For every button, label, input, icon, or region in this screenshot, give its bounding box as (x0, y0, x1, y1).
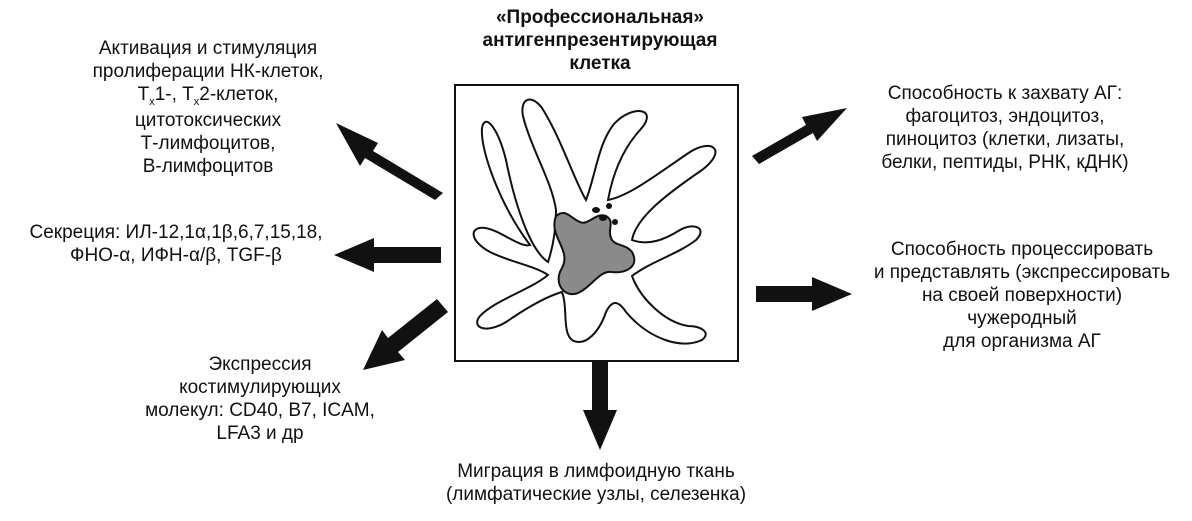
text-line: Т-лимфоцитов, (63, 132, 353, 155)
text-line: для организма АГ (855, 330, 1189, 353)
text-line: ФНО-α, ИФН-α/β, TGF-β (5, 244, 347, 267)
capture-text: Способность к захвату АГ: фагоцитоз, энд… (850, 82, 1160, 174)
arrow-to-migration (583, 362, 617, 450)
migration-text: Миграция в лимфоидную ткань (лимфатическ… (420, 460, 772, 506)
text-line: чужеродный (855, 307, 1189, 330)
arrow-to-secretion (334, 238, 441, 272)
activation-text: Активация и стимуляция пролиферации НК-к… (63, 37, 353, 178)
text-line: пиноцитоз (клетки, лизаты, (850, 128, 1160, 151)
text-fragment: 2-клеток, (199, 84, 278, 105)
granule (612, 219, 618, 225)
secretion-text: Секреция: ИЛ-12,1α,1β,6,7,15,18, ФНО-α, … (5, 221, 347, 267)
text-line: LFA3 и др (135, 422, 385, 445)
text-fragment: Т (138, 84, 150, 105)
expression-text: Экспрессия костимулирующих молекул: CD40… (135, 353, 385, 445)
text-line: Экспрессия (135, 353, 385, 376)
text-line: Миграция в лимфоидную ткань (420, 460, 772, 483)
th-cells-line: Тх1-, Тх2-клеток, (63, 83, 353, 109)
text-line: молекул: CD40, B7, ICAM, (135, 399, 385, 422)
processing-text: Способность процессировать и представлят… (855, 238, 1189, 353)
text-line: костимулирующих (135, 376, 385, 399)
text-line: и представлять (экспрессировать (855, 261, 1189, 284)
subscript: х (149, 96, 155, 108)
arrow-to-processing (756, 277, 852, 311)
arrow-to-capture (752, 108, 847, 164)
granule (599, 215, 607, 221)
granule (592, 207, 600, 213)
text-line: В-лимфоцитов (63, 155, 353, 178)
granule (606, 203, 612, 209)
text-line: белки, пептиды, РНК, кДНК) (850, 151, 1160, 174)
text-line: Активация и стимуляция (63, 37, 353, 60)
text-line: Способность к захвату АГ: (850, 82, 1160, 105)
text-line: пролиферации НК-клеток, (63, 60, 353, 83)
text-line: (лимфатические узлы, селезенка) (420, 483, 772, 506)
text-line: фагоцитоз, эндоцитоз, (850, 105, 1160, 128)
text-line: цитотоксических (63, 109, 353, 132)
text-line: Способность процессировать (855, 238, 1189, 261)
text-line: Секреция: ИЛ-12,1α,1β,6,7,15,18, (5, 221, 347, 244)
text-fragment: 1-, Т (155, 84, 194, 105)
text-line: на своей поверхности) (855, 284, 1189, 307)
subscript: х (194, 96, 200, 108)
